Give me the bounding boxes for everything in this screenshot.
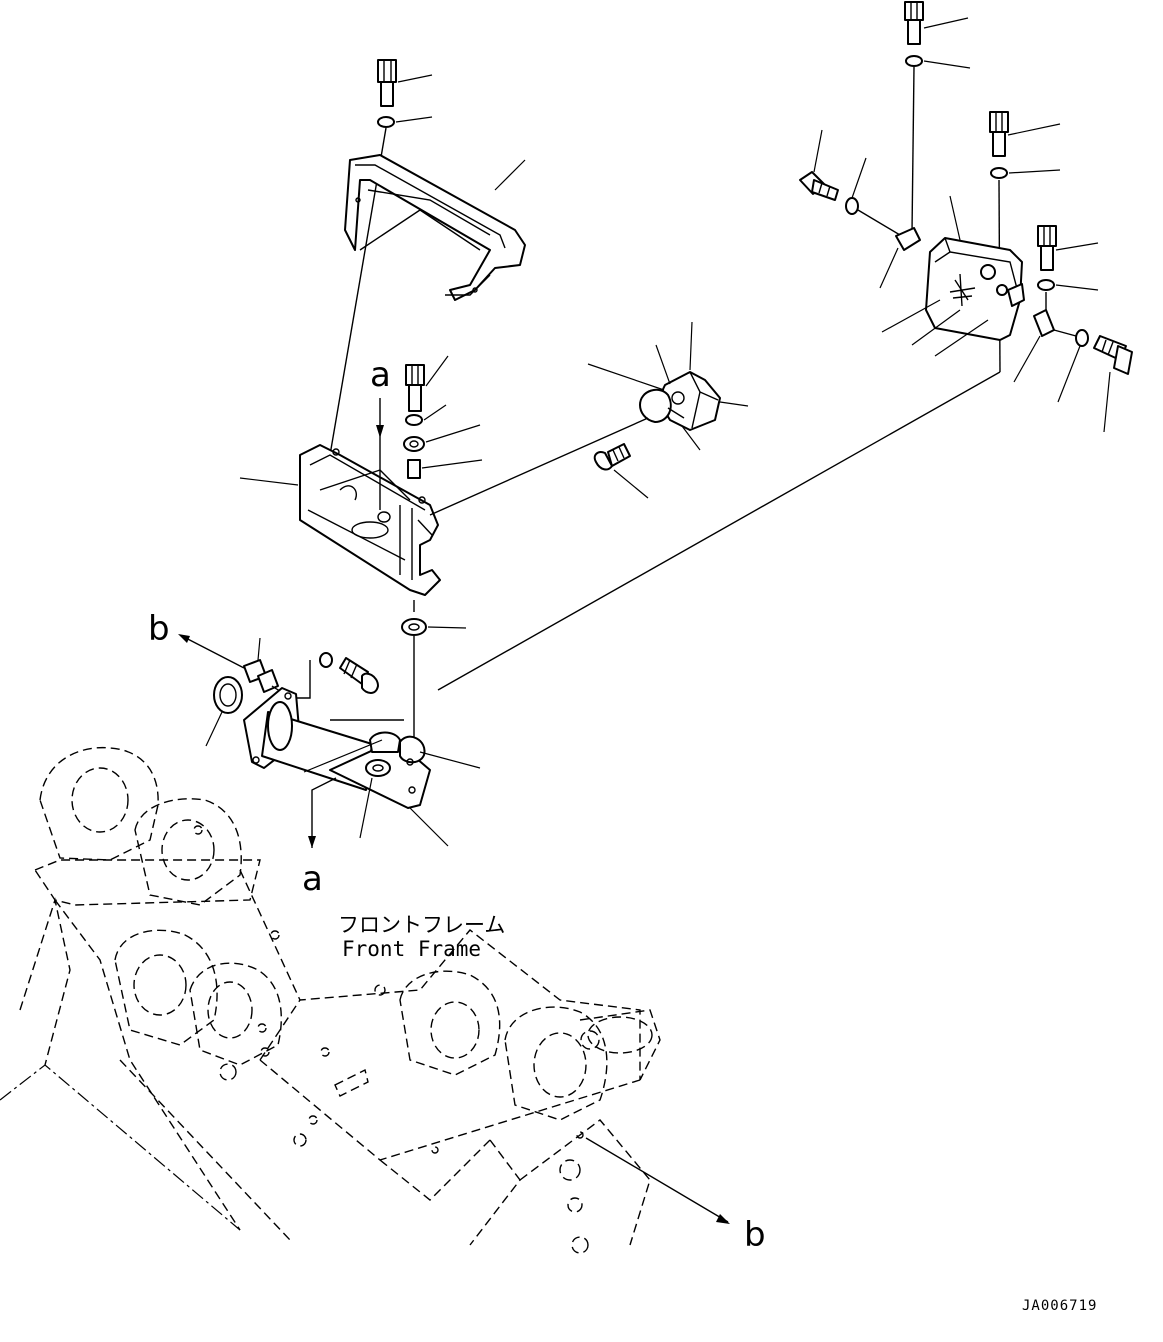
washer-icon [990,167,1008,179]
grommet-icon [213,676,243,714]
hex-bolt-icon [1093,335,1133,375]
screw-icon [593,443,631,471]
view-label-b-right: b [744,1215,766,1255]
view-label-a-bottom: a [302,859,323,899]
washer-icon [1037,279,1055,291]
view-label-b-left: b [148,609,170,649]
frame-caption-jp: フロントフレーム [338,913,505,937]
front-frame [0,746,661,1254]
frame-caption-en: Front Frame [342,937,481,961]
hex-bolt-icon [904,1,924,45]
hex-bolt-icon [989,111,1009,157]
upper-cover-assembly [329,59,526,456]
washer-icon [1075,329,1089,347]
guard-frame: a [239,355,483,596]
view-arrow-b: b [585,1137,766,1255]
collar-icon [407,459,421,479]
connector-housing [429,321,749,516]
spacer-icon [401,618,427,636]
lower-bracket-assembly: b a [148,600,481,899]
hex-bolt-icon [799,171,839,201]
view-label-a: a [370,355,391,395]
switch-box-assembly [437,1,1133,691]
spacer-washer-icon [403,436,425,452]
drawing-code: JA006719 [1022,1298,1097,1314]
washer-icon [319,652,333,668]
washer-icon [377,116,395,128]
washer-icon [845,197,859,215]
washer-icon [905,55,923,67]
hex-bolt-icon [377,59,397,107]
washer-icon [405,414,423,426]
hex-bolt-icon [1037,225,1057,271]
hex-bolt-icon [339,657,379,694]
hex-bolt-icon [405,364,425,412]
